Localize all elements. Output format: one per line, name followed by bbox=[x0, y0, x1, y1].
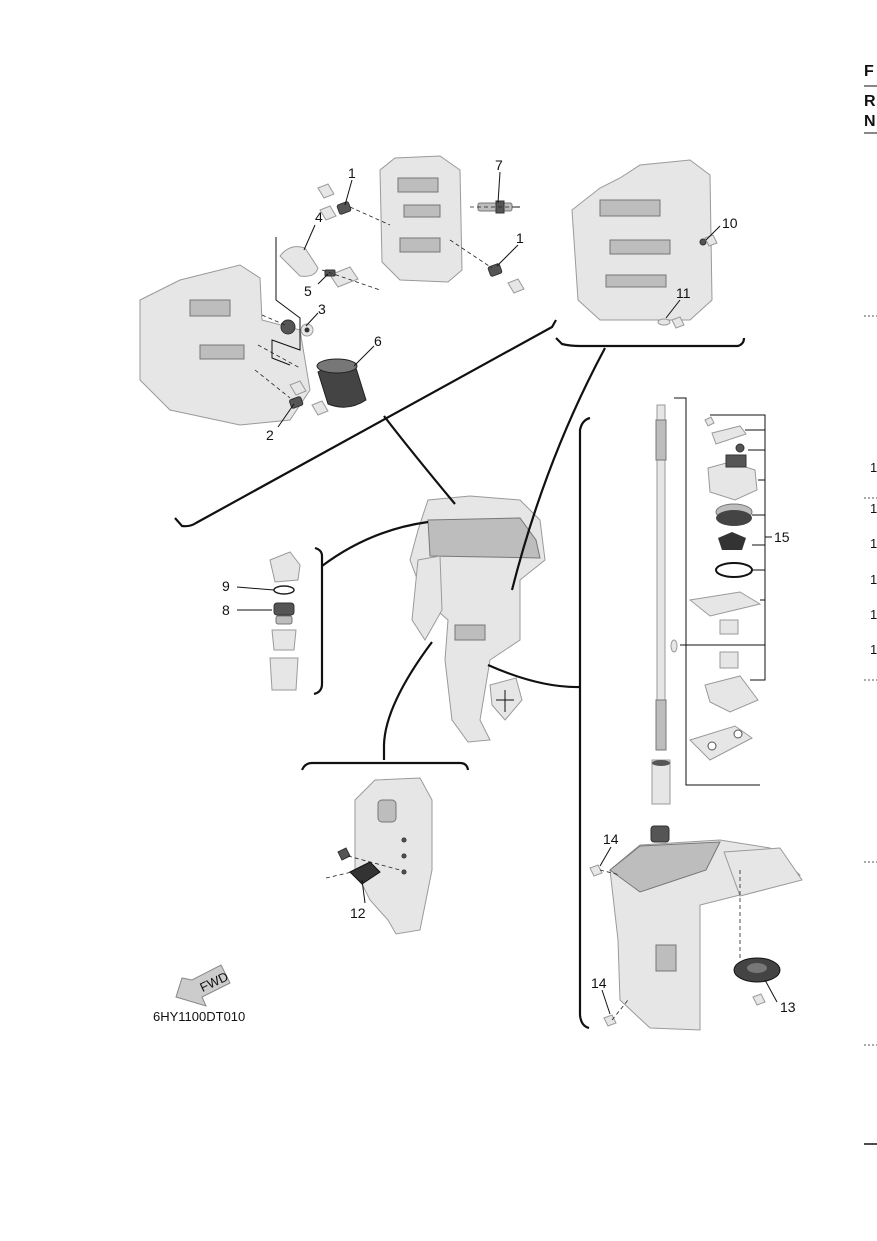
figure-code: 6HY1100DT010 bbox=[153, 1009, 245, 1024]
callout-10: 10 bbox=[722, 215, 738, 231]
trim-tab-anode-part bbox=[733, 957, 781, 1006]
fwd-arrow: FWD bbox=[175, 964, 231, 1007]
callout-12: 12 bbox=[350, 905, 366, 921]
edge-digit: 1 bbox=[870, 536, 877, 551]
callouts: 1 1 2 3 4 5 6 7 8 9 10 11 12 13 14 14 15 bbox=[222, 157, 796, 1015]
edge-digit: 1 bbox=[870, 642, 877, 657]
edge-letter-n: N bbox=[864, 113, 876, 130]
callout-14-upper: 14 bbox=[603, 831, 619, 847]
cooling-water-group bbox=[269, 520, 429, 696]
callout-13: 13 bbox=[780, 999, 796, 1015]
callout-1-upper: 1 bbox=[348, 165, 356, 181]
outboard-motor bbox=[409, 495, 546, 743]
clamp-bracket-group bbox=[300, 641, 470, 935]
oil-filter-part bbox=[316, 358, 367, 408]
callout-7: 7 bbox=[495, 157, 503, 173]
callout-15: 15 bbox=[774, 529, 790, 545]
callout-14-lower: 14 bbox=[591, 975, 607, 991]
edge-digit: 1 bbox=[870, 460, 877, 475]
callout-1-right: 1 bbox=[516, 230, 524, 246]
callout-4: 4 bbox=[315, 209, 323, 225]
adjacent-page-edge: F R N 1 1 1 1 1 1 bbox=[864, 63, 877, 1145]
edge-digit: 1 bbox=[870, 501, 877, 516]
callout-3: 3 bbox=[318, 301, 326, 317]
callout-5: 5 bbox=[304, 283, 312, 299]
callout-9: 9 bbox=[222, 578, 230, 594]
anode-part bbox=[349, 861, 381, 885]
cylinder-block-group bbox=[139, 155, 557, 528]
water-pump-part bbox=[688, 416, 762, 761]
callout-leaders bbox=[236, 171, 778, 1015]
edge-digit: 1 bbox=[870, 572, 877, 587]
edge-digit: 1 bbox=[870, 607, 877, 622]
exhaust-guide-group bbox=[555, 159, 746, 348]
lower-unit-group bbox=[383, 347, 803, 1031]
edge-letter-f: F bbox=[864, 63, 874, 80]
drive-shaft-part bbox=[655, 404, 678, 751]
callout-6: 6 bbox=[374, 333, 382, 349]
water-seal-part bbox=[273, 602, 295, 625]
callout-2: 2 bbox=[266, 427, 274, 443]
edge-letter-r: R bbox=[864, 93, 876, 110]
callout-8: 8 bbox=[222, 602, 230, 618]
callout-11: 11 bbox=[676, 285, 691, 301]
